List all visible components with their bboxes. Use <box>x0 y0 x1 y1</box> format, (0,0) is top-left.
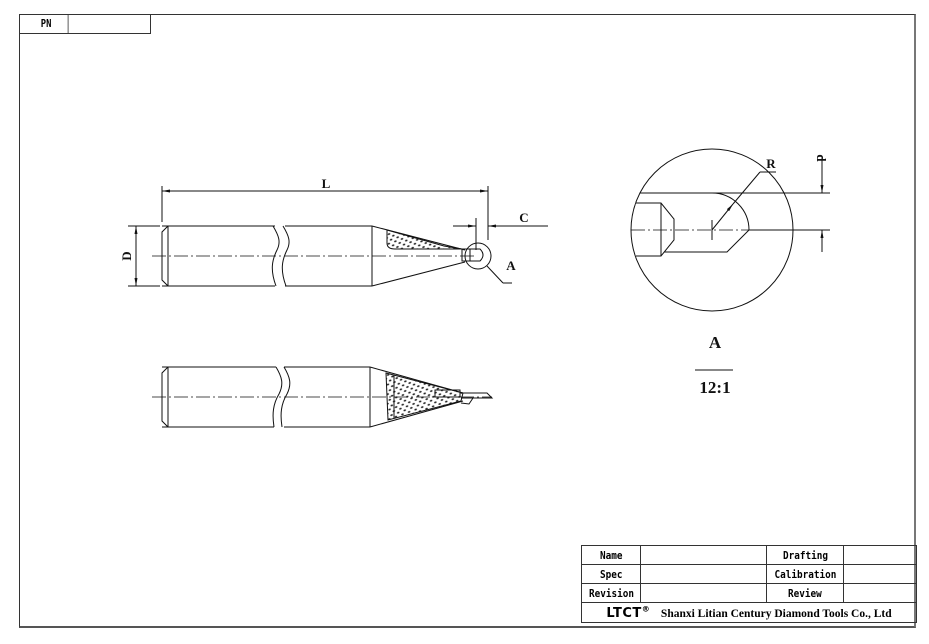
calibration-value <box>843 564 917 584</box>
title-row: Revision Review <box>581 583 917 603</box>
drafting-value <box>843 545 917 565</box>
detail-view-A <box>630 148 830 312</box>
detail-callout-A: A <box>506 258 516 273</box>
drafting-label: Drafting <box>782 548 828 562</box>
calibration-label: Calibration <box>774 567 836 581</box>
pn-label: PN <box>25 14 69 33</box>
revision-label: Revision <box>588 586 634 600</box>
drawing-frame <box>19 14 916 628</box>
dimension-C-label: C <box>519 210 528 225</box>
dimension-D-label: D <box>119 251 134 260</box>
detail-scale-label: 12:1 <box>699 378 730 397</box>
review-label: Review <box>788 586 822 600</box>
company-name: Shanxi Litian Century Diamond Tools Co.,… <box>660 607 892 620</box>
name-value <box>640 545 767 565</box>
name-label: Name <box>599 548 623 562</box>
title-row: Spec Calibration <box>581 564 917 584</box>
review-value <box>843 583 917 603</box>
dimension-d-label: d <box>814 154 829 162</box>
revision-value <box>640 583 767 603</box>
detail-view-label: A <box>709 333 722 352</box>
company-row: LTCT® Shanxi Litian Century Diamond Tool… <box>581 602 917 623</box>
part-number-box: PN <box>19 14 151 34</box>
title-block: Name Drafting Spec Calibration Revision … <box>581 545 917 623</box>
side-view-top <box>128 186 548 287</box>
spec-value <box>640 564 767 584</box>
pn-value <box>74 14 151 33</box>
dimension-L-label: L <box>322 176 331 191</box>
title-row: Name Drafting <box>581 545 917 565</box>
dimension-R-label: R <box>766 156 776 171</box>
company-logo: LTCT® <box>606 604 651 621</box>
spec-label: Spec <box>599 567 623 581</box>
side-view-bottom <box>152 366 494 428</box>
